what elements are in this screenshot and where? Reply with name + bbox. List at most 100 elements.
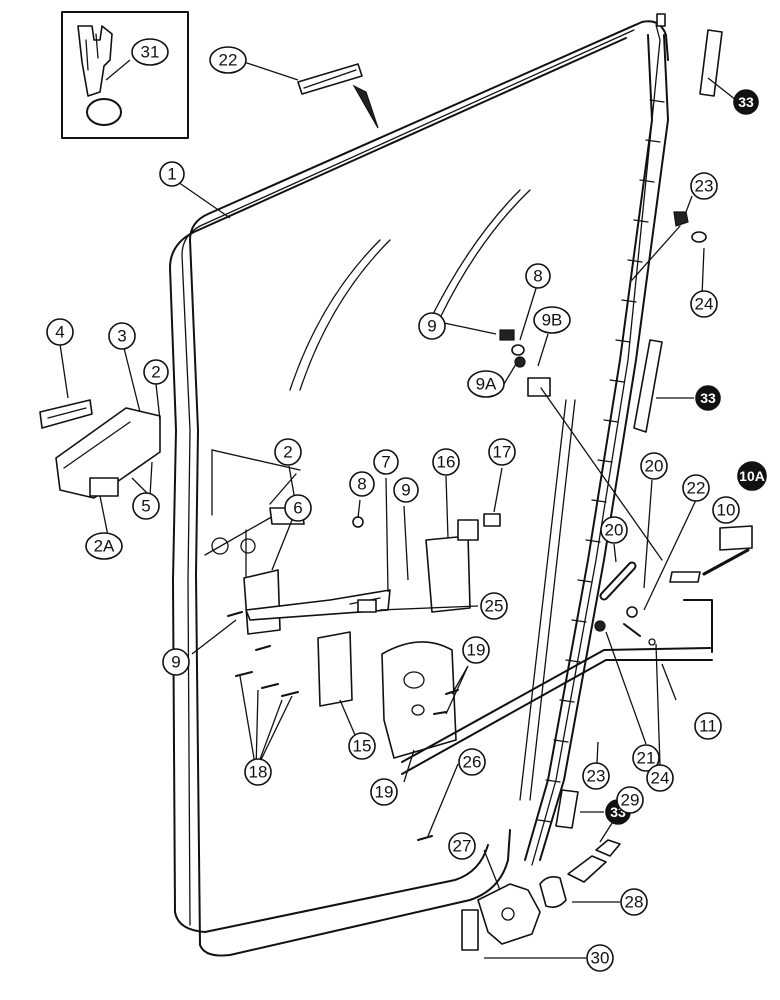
svg-text:20: 20 bbox=[645, 457, 664, 476]
svg-text:19: 19 bbox=[375, 783, 394, 802]
callout-7: 7 bbox=[373, 449, 399, 475]
callout-6: 6 bbox=[284, 494, 312, 522]
plate-10 bbox=[669, 525, 753, 583]
callout-5: 5 bbox=[132, 492, 160, 520]
callout-19-low: 21 bbox=[632, 744, 660, 772]
callout-19-top: 20 bbox=[640, 452, 668, 480]
callout-25: 25 bbox=[480, 592, 508, 620]
hinge-rail bbox=[519, 13, 669, 866]
callout-8-top: 8 bbox=[525, 263, 551, 289]
hinge-27 bbox=[269, 473, 621, 951]
callout-8-lower: 8 bbox=[349, 471, 375, 497]
callout-12: 15 bbox=[348, 732, 376, 760]
callout-11: 11 bbox=[694, 712, 722, 740]
svg-text:26: 26 bbox=[463, 753, 482, 772]
svg-text:1: 1 bbox=[167, 165, 176, 184]
callout-3: 3 bbox=[108, 322, 136, 350]
callout-17: 19 bbox=[462, 636, 490, 664]
svg-text:15: 15 bbox=[353, 737, 372, 756]
callout-22: 22 bbox=[209, 46, 247, 74]
callout-10A: 10A bbox=[737, 461, 767, 491]
svg-text:9: 9 bbox=[171, 653, 180, 672]
svg-text:2A: 2A bbox=[94, 537, 115, 556]
callout-27: 27 bbox=[448, 832, 476, 860]
svg-text:8: 8 bbox=[533, 267, 542, 286]
svg-text:2: 2 bbox=[151, 363, 160, 382]
svg-text:16: 16 bbox=[437, 453, 456, 472]
svg-text:17: 17 bbox=[493, 443, 512, 462]
key-inset bbox=[61, 11, 189, 139]
callout-33-top: 33 bbox=[733, 89, 759, 115]
callout-30: 30 bbox=[586, 944, 614, 972]
svg-text:8: 8 bbox=[357, 475, 366, 494]
svg-text:22: 22 bbox=[687, 479, 706, 498]
svg-text:29: 29 bbox=[621, 791, 640, 810]
svg-text:11: 11 bbox=[699, 717, 717, 736]
svg-text:4: 4 bbox=[55, 323, 64, 342]
callout-1: 1 bbox=[159, 161, 185, 187]
screw-23 bbox=[631, 211, 707, 281]
callout-group: 22 31 1 4 3 2 5 2A 2 6 7 8 9 16 17 9 8 9… bbox=[46, 38, 767, 972]
callout-28: 28 bbox=[620, 888, 648, 916]
callout-9-left: 9 bbox=[162, 648, 190, 676]
svg-text:9: 9 bbox=[427, 317, 436, 336]
svg-text:24: 24 bbox=[695, 295, 714, 314]
svg-text:21: 21 bbox=[637, 749, 656, 768]
svg-text:5: 5 bbox=[141, 497, 150, 516]
screws-15 bbox=[227, 611, 299, 697]
callout-31: 31 bbox=[131, 38, 169, 66]
svg-text:2: 2 bbox=[283, 443, 292, 462]
callout-20-low: 23 bbox=[582, 762, 610, 790]
svg-text:24: 24 bbox=[651, 769, 670, 788]
callout-2-right: 2 bbox=[274, 438, 302, 466]
weatherstrip-22 bbox=[297, 63, 379, 129]
svg-text:10A: 10A bbox=[739, 468, 765, 484]
svg-text:30: 30 bbox=[591, 949, 610, 968]
callout-15: 18 bbox=[244, 758, 272, 786]
svg-text:7: 7 bbox=[381, 453, 390, 472]
svg-text:9: 9 bbox=[401, 481, 410, 500]
callout-9B: 9B bbox=[533, 306, 571, 334]
callout-9-right: 9 bbox=[393, 477, 419, 503]
svg-text:23: 23 bbox=[695, 177, 714, 196]
svg-text:9A: 9A bbox=[476, 375, 497, 394]
check-rod-11 bbox=[401, 599, 713, 775]
callout-16: 19 bbox=[370, 778, 398, 806]
svg-text:31: 31 bbox=[141, 43, 160, 62]
callout-2A: 2A bbox=[85, 532, 123, 560]
svg-text:33: 33 bbox=[700, 390, 716, 406]
svg-text:25: 25 bbox=[485, 597, 504, 616]
svg-text:3: 3 bbox=[117, 327, 126, 346]
svg-text:19: 19 bbox=[467, 641, 486, 660]
svg-text:10: 10 bbox=[717, 501, 736, 520]
svg-text:18: 18 bbox=[249, 763, 268, 782]
svg-text:23: 23 bbox=[587, 767, 606, 786]
callout-23: 23 bbox=[690, 172, 718, 200]
callout-2-left: 2 bbox=[143, 359, 169, 385]
callout-26: 26 bbox=[458, 748, 486, 776]
callout-21: 24 bbox=[646, 764, 674, 792]
callout-4: 4 bbox=[46, 318, 74, 346]
svg-text:22: 22 bbox=[219, 51, 238, 70]
callout-20-top: 22 bbox=[682, 474, 710, 502]
leader-lines bbox=[59, 59, 737, 959]
callout-18: 20 bbox=[600, 516, 628, 544]
callout-9A: 9A bbox=[467, 370, 505, 398]
svg-text:27: 27 bbox=[453, 837, 472, 856]
callout-10: 10 bbox=[712, 496, 740, 524]
callout-14: 17 bbox=[488, 438, 516, 466]
callout-33-mid: 33 bbox=[695, 385, 721, 411]
svg-text:33: 33 bbox=[738, 94, 754, 110]
bolt-9 bbox=[499, 329, 663, 561]
svg-text:28: 28 bbox=[625, 893, 644, 912]
door-frame bbox=[169, 20, 669, 957]
callout-9-top: 9 bbox=[418, 312, 446, 340]
callout-13: 16 bbox=[432, 448, 460, 476]
glass-reflection bbox=[289, 189, 531, 391]
callout-24: 24 bbox=[690, 290, 718, 318]
callout-29: 29 bbox=[616, 786, 644, 814]
strip-33 bbox=[555, 29, 723, 829]
svg-text:6: 6 bbox=[293, 499, 302, 518]
svg-text:9B: 9B bbox=[542, 311, 563, 330]
